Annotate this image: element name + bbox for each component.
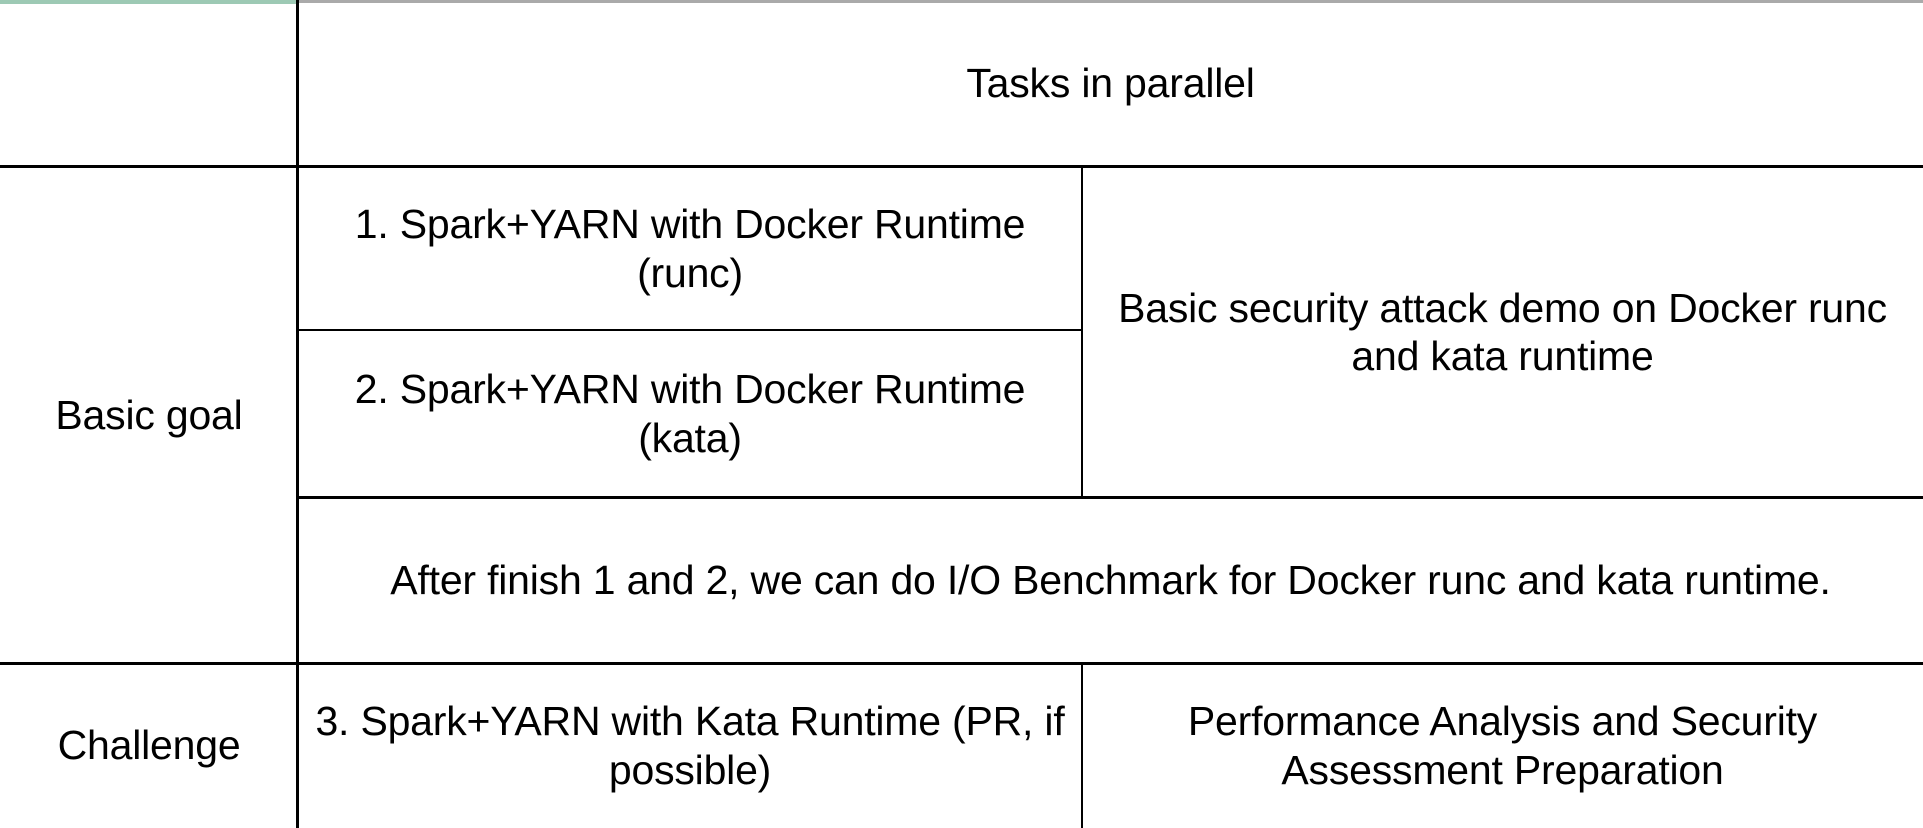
row-label-basic-goal: Basic goal [0,167,298,663]
border-row-task1-bottom [296,329,1082,331]
header-corner-cell [0,0,298,167]
cell-task-2: 2. Spark+YARN with Docker Runtime (kata) [298,330,1082,497]
row-label-basic-goal-text: Basic goal [55,391,243,438]
border-row-task2-bottom [296,496,1923,499]
cell-task-3: 3. Spark+YARN with Kata Runtime (PR, if … [298,663,1082,828]
border-row-header-bottom [0,165,1923,168]
table-row-task1: Basic goal 1. Spark+YARN with Docker Run… [0,167,1923,438]
cell-task-2-text: 2. Spark+YARN with Docker Runtime (kata) [354,366,1026,461]
border-top-accent-gray [296,0,1923,3]
table-header-row: Tasks in parallel [0,0,1923,167]
cell-io-benchmark: After finish 1 and 2, we can do I/O Benc… [298,497,1923,663]
row-label-challenge-text: Challenge [57,722,241,769]
border-row-io-bottom [0,662,1923,665]
page-title: Tasks in parallel [966,60,1255,107]
row-label-challenge: Challenge [0,663,298,828]
border-col2-right-tasks [1081,165,1083,498]
table-row-io-benchmark: After finish 1 and 2, we can do I/O Benc… [0,497,1923,663]
cell-task-1-text: 1. Spark+YARN with Docker Runtime (runc) [354,201,1026,296]
table-row-challenge: Challenge 3. Spark+YARN with Kata Runtim… [0,663,1923,828]
table-row-task2: 2. Spark+YARN with Docker Runtime (kata) [0,330,1923,497]
border-col1-right [296,0,299,828]
border-col2-right-challenge [1081,662,1083,828]
header-title-cell: Tasks in parallel [298,0,1923,167]
cell-security-demo-text: Basic security attack demo on Docker run… [1118,284,1887,379]
cell-task-1: 1. Spark+YARN with Docker Runtime (runc) [298,167,1082,330]
border-top-accent-green [0,0,296,4]
cell-performance-analysis: Performance Analysis and Security Assess… [1082,663,1923,828]
cell-performance-analysis-text: Performance Analysis and Security Assess… [1187,698,1818,793]
cell-task-3-text: 3. Spark+YARN with Kata Runtime (PR, if … [315,698,1065,793]
cell-security-demo: Basic security attack demo on Docker run… [1082,167,1923,497]
cell-io-benchmark-text: After finish 1 and 2, we can do I/O Benc… [390,556,1831,603]
